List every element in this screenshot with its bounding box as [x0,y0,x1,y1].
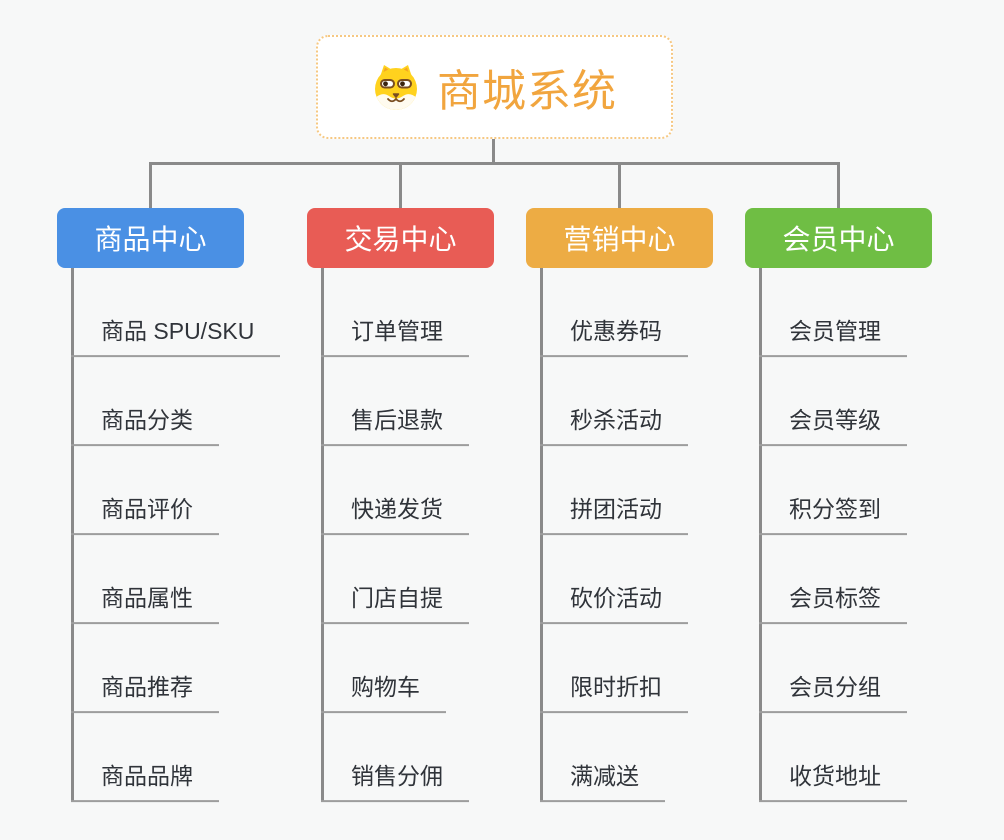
branch-item[interactable]: 收货地址 [759,762,907,802]
branch-item[interactable]: 会员标签 [759,584,907,624]
branch-item[interactable]: 商品推荐 [71,673,219,713]
branch-item[interactable]: 商品分类 [71,406,219,446]
connector-line [618,162,621,208]
root-node[interactable]: 商城系统 [316,35,673,139]
branch-item[interactable]: 订单管理 [321,317,469,357]
branch-item[interactable]: 砍价活动 [540,584,688,624]
branch-item[interactable]: 商品 SPU/SKU [71,317,281,357]
branch-item[interactable]: 快递发货 [321,495,469,535]
branch-item[interactable]: 购物车 [321,673,446,713]
branch-item[interactable]: 商品品牌 [71,762,219,802]
root-title: 商城系统 [437,67,617,116]
branch-item[interactable]: 限时折扣 [540,673,688,713]
branch-column: 会员中心会员管理会员等级积分签到会员标签会员分组收货地址 [745,208,1004,840]
branch-trunk-line [71,268,74,802]
connector-line [491,139,495,165]
connector-line [149,162,840,165]
branch-item[interactable]: 会员分组 [759,673,907,713]
branch-trunk-line [321,268,324,802]
branch-item[interactable]: 商品评价 [71,495,219,535]
branch-column: 营销中心优惠券码秒杀活动拼团活动砍价活动限时折扣满减送 [526,208,816,840]
branch-item[interactable]: 售后退款 [321,406,469,446]
connector-line [399,162,402,208]
branch-item[interactable]: 拼团活动 [540,495,688,535]
branch-header[interactable]: 会员中心 [745,208,932,268]
branch-item[interactable]: 满减送 [540,762,665,802]
branch-header[interactable]: 商品中心 [57,208,244,268]
branch-item[interactable]: 秒杀活动 [540,406,688,446]
connector-line [837,162,840,208]
branch-item[interactable]: 积分签到 [759,495,907,535]
branch-item[interactable]: 门店自提 [321,584,469,624]
branch-header[interactable]: 交易中心 [307,208,494,268]
branch-item[interactable]: 商品属性 [71,584,219,624]
branch-column: 商品中心商品 SPU/SKU 商品分类商品评价商品属性商品推荐商品品牌 [57,208,347,840]
branch-trunk-line [759,268,762,802]
branch-header[interactable]: 营销中心 [526,208,713,268]
branch-item[interactable]: 会员管理 [759,317,907,357]
branch-item[interactable]: 会员等级 [759,406,907,446]
branch-trunk-line [540,268,543,802]
dog-face-icon [372,63,420,111]
branch-item[interactable]: 销售分佣 [321,762,469,802]
branch-column: 交易中心订单管理售后退款快递发货门店自提购物车销售分佣 [307,208,597,840]
branch-item[interactable]: 优惠券码 [540,317,688,357]
connector-line [149,162,152,208]
